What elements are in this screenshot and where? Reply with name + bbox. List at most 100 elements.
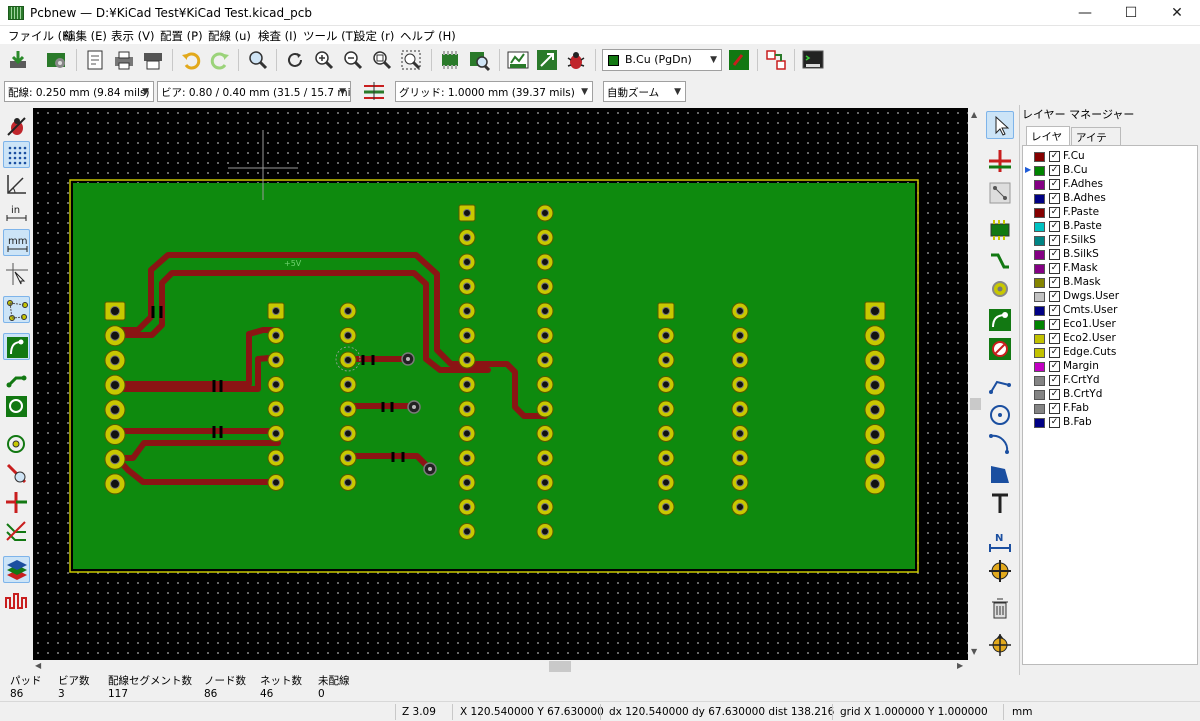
layer-color-swatch[interactable] [1034,348,1045,358]
pad-sketch-icon[interactable] [3,393,30,420]
add-keepout-icon[interactable] [986,335,1014,363]
scroll-down-arrow-icon[interactable]: ▼ [971,647,978,656]
via-sketch-icon[interactable] [3,431,30,458]
layer-color-swatch[interactable] [1034,376,1045,386]
layer-visibility-checkbox[interactable]: ✓ [1049,193,1060,204]
layer-color-swatch[interactable] [1034,250,1045,260]
layer-row[interactable]: ✓B.Adhes [1023,192,1193,206]
horizontal-scrollbar[interactable]: ◀ ▶ [33,660,968,673]
layer-color-swatch[interactable] [1034,180,1045,190]
add-polygon-icon[interactable] [986,460,1014,488]
layer-color-swatch[interactable] [1034,264,1045,274]
layer-row[interactable]: ✓F.CrtYd [1023,374,1193,388]
zoom-in-icon[interactable] [311,47,337,73]
layer-visibility-checkbox[interactable]: ✓ [1049,249,1060,260]
scroll-left-arrow-icon[interactable]: ◀ [35,661,42,670]
menu-preferences[interactable]: 設定 (r) [354,29,395,43]
layer-visibility-checkbox[interactable]: ✓ [1049,333,1060,344]
layer-visibility-checkbox[interactable]: ✓ [1049,151,1060,162]
layer-visibility-checkbox[interactable]: ✓ [1049,375,1060,386]
horizontal-scroll-thumb[interactable] [549,661,571,672]
layer-visibility-checkbox[interactable]: ✓ [1049,179,1060,190]
layer-visibility-checkbox[interactable]: ✓ [1049,361,1060,372]
find-icon[interactable] [244,47,270,73]
menu-file[interactable]: ファイル (F) [8,29,74,43]
via-size-select[interactable]: ビア: 0.80 / 0.40 mm (31.5 / 15.7 mils) *▼ [157,81,351,102]
add-dimension-icon[interactable]: N [986,528,1014,556]
layer-row[interactable]: ✓F.Adhes [1023,178,1193,192]
select-tool-icon[interactable] [986,111,1014,139]
layer-visibility-checkbox[interactable]: ✓ [1049,207,1060,218]
ratsnest-icon[interactable] [3,296,30,323]
add-text-icon[interactable] [986,490,1014,518]
layer-color-swatch[interactable] [1034,306,1045,316]
print-icon[interactable] [111,47,137,73]
menu-inspect[interactable]: 検査 (I) [258,29,298,43]
autoroute-icon[interactable] [3,364,30,391]
layer-row[interactable]: ✓F.Cu [1023,150,1193,164]
layer-color-swatch[interactable] [1034,292,1045,302]
add-track-icon[interactable] [986,247,1014,275]
layer-row[interactable]: ✓B.SilkS [1023,248,1193,262]
zoom-select[interactable]: 自動ズーム▼ [603,81,686,102]
save-board-icon[interactable] [5,47,31,73]
layer-color-swatch[interactable] [1034,208,1045,218]
microwave-tools-icon[interactable] [3,588,30,615]
auto-track-width-icon[interactable] [361,78,387,104]
layer-row[interactable]: ✓F.SilkS [1023,234,1193,248]
layer-row[interactable]: ✓Cmts.User [1023,304,1193,318]
add-zone-icon[interactable] [986,306,1014,334]
tab-layers[interactable]: レイヤー [1026,126,1070,158]
layer-row[interactable]: ✓F.Mask [1023,262,1193,276]
layer-visibility-checkbox[interactable]: ✓ [1049,291,1060,302]
full-crosshair-icon[interactable] [3,260,30,287]
layer-color-swatch[interactable] [1034,404,1045,414]
add-arc-icon[interactable] [986,430,1014,458]
layer-visibility-checkbox[interactable]: ✓ [1049,277,1060,288]
layer-row[interactable]: ✓F.Paste [1023,206,1193,220]
drc-off-icon[interactable] [3,113,30,140]
add-target-icon[interactable] [986,557,1014,585]
grid-select[interactable]: グリッド: 1.0000 mm (39.37 mils)▼ [395,81,593,102]
redraw-icon[interactable] [282,47,308,73]
high-contrast-icon[interactable] [3,489,30,516]
layer-visibility-checkbox[interactable]: ✓ [1049,235,1060,246]
delete-icon[interactable] [986,594,1014,622]
layer-row[interactable]: ✓Edge.Cuts [1023,346,1193,360]
layer-visibility-checkbox[interactable]: ✓ [1049,221,1060,232]
menu-view[interactable]: 表示 (V) [111,29,155,43]
layer-visibility-checkbox[interactable]: ✓ [1049,403,1060,414]
layer-row[interactable]: ✓Eco2.User [1023,332,1193,346]
add-line-icon[interactable] [986,372,1014,400]
layer-row[interactable]: ✓B.CrtYd [1023,388,1193,402]
grid-dots-icon[interactable] [3,141,30,168]
auto-placer-icon[interactable] [763,47,789,73]
layer-visibility-checkbox[interactable]: ✓ [1049,165,1060,176]
layer-row[interactable]: ✓B.Mask [1023,276,1193,290]
vertical-scroll-thumb[interactable] [970,398,981,410]
add-footprint-icon[interactable] [986,216,1014,244]
polar-coords-icon[interactable] [3,171,30,198]
units-inch-icon[interactable]: in [3,200,30,227]
menu-edit[interactable]: 編集 (E) [64,29,107,43]
local-ratsnest-icon[interactable] [986,179,1014,207]
drc-bug-icon[interactable] [563,47,589,73]
scroll-up-arrow-icon[interactable]: ▲ [971,110,978,119]
layer-color-swatch[interactable] [1034,166,1045,176]
layer-color-swatch[interactable] [1034,194,1045,204]
plot-icon[interactable] [140,47,166,73]
tab-items[interactable]: アイテム [1071,127,1121,159]
show-zones-icon[interactable] [3,518,30,545]
layer-color-swatch[interactable] [1034,334,1045,344]
layer-visibility-checkbox[interactable]: ✓ [1049,347,1060,358]
menu-help[interactable]: ヘルプ (H) [400,29,456,43]
board-setup-icon[interactable] [43,47,69,73]
minimize-button[interactable]: — [1078,5,1092,21]
active-layer-select[interactable]: B.Cu (PgDn) ▼ [602,49,722,71]
schematic-update-icon[interactable] [534,47,560,73]
layer-color-swatch[interactable] [1034,418,1045,428]
layer-pair-icon[interactable] [726,47,752,73]
zoom-selection-icon[interactable] [398,47,424,73]
layer-visibility-checkbox[interactable]: ✓ [1049,389,1060,400]
layers-manager-icon[interactable] [3,556,30,583]
